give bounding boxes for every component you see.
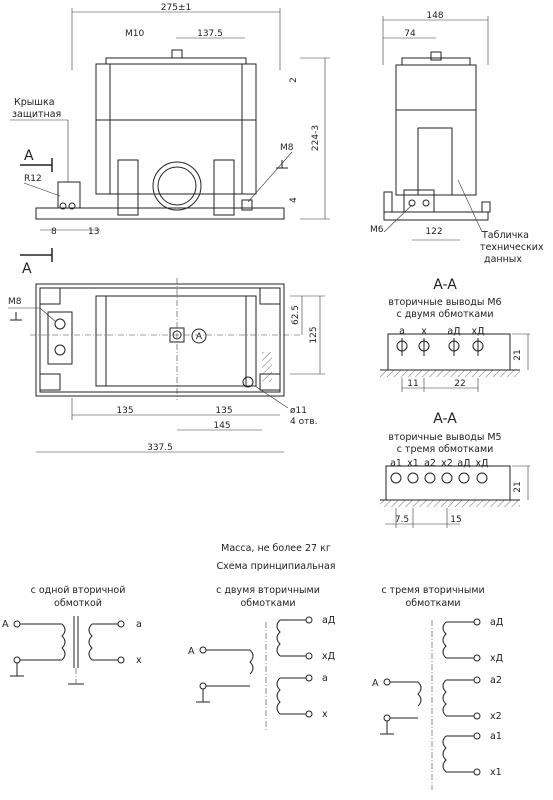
circle-mark: A bbox=[196, 332, 203, 342]
section1-title: A-A bbox=[433, 277, 457, 293]
scheme3-t2: xД bbox=[490, 653, 503, 664]
section-1: A-A вторичные выводы M6 с двумя обмоткам… bbox=[380, 277, 530, 392]
section1-term-xd: xД bbox=[471, 326, 484, 337]
dim-side-half: 74 bbox=[404, 29, 416, 39]
scheme3-title-2: обмотками bbox=[405, 598, 460, 609]
scheme3-t4: x2 bbox=[490, 711, 502, 722]
scheme-1: с одной вторичной обмоткой A a x bbox=[2, 585, 142, 685]
label-m6: M6 bbox=[370, 225, 384, 235]
scheme2-t2: xД bbox=[322, 651, 335, 662]
section2-term-x2: x2 bbox=[441, 458, 453, 469]
scheme3-t1: aД bbox=[490, 617, 503, 628]
scheme2-in: A bbox=[188, 646, 195, 657]
scheme1-t2: x bbox=[136, 655, 142, 666]
scheme3-t6: x1 bbox=[490, 767, 502, 778]
section1-d21: 21 bbox=[513, 349, 523, 360]
top-view: A M8 62.5 125 135 135 145 ø11 4 отв. 337… bbox=[8, 278, 325, 453]
scheme1-in: A bbox=[2, 619, 9, 630]
section1-term-ad: aД bbox=[447, 326, 460, 337]
section1-term-a: a bbox=[399, 326, 405, 337]
scheme1-title-1: с одной вторичной bbox=[31, 585, 126, 596]
section2-caption2: с тремя обмотками bbox=[397, 444, 494, 455]
dim-d125: 125 bbox=[309, 326, 319, 343]
label-m8-left: M8 bbox=[8, 297, 22, 307]
scheme2-t3: a bbox=[322, 673, 328, 684]
label-cover-2: защитная bbox=[12, 109, 61, 120]
scheme2-t1: aД bbox=[322, 615, 335, 626]
scheme2-title-2: обмотками bbox=[240, 598, 295, 609]
dim-d145: 145 bbox=[213, 421, 230, 431]
scheme-3: с тремя вторичными обмотками A aД xД a2 … bbox=[372, 585, 503, 790]
scheme2-t4: x bbox=[322, 709, 328, 720]
dim-d135-right: 135 bbox=[215, 406, 232, 416]
dim-half-width: 137.5 bbox=[197, 29, 223, 39]
label-m10: M10 bbox=[125, 29, 144, 39]
dim-gap-top: 2 bbox=[289, 77, 299, 83]
section2-caption1: вторичные выводы M5 bbox=[388, 432, 501, 443]
section-mark-bottom: A bbox=[22, 261, 32, 277]
side-view: 148 74 M6 122 Табличка технических данны… bbox=[370, 11, 544, 265]
label-hole-d: ø11 bbox=[290, 406, 307, 416]
dim-d8: 8 bbox=[51, 227, 57, 237]
label-plate-3: данных bbox=[484, 254, 522, 265]
mass-note: Масса, не более 27 кг bbox=[221, 543, 331, 554]
label-r12: R12 bbox=[24, 174, 42, 184]
scheme3-title-1: с тремя вторичными bbox=[381, 585, 484, 596]
section-mark-top: A bbox=[24, 148, 34, 164]
section1-term-x: x bbox=[421, 326, 427, 337]
dim-d122: 122 bbox=[425, 227, 442, 237]
section2-term-a2: a2 bbox=[424, 458, 436, 469]
section2-term-xd: xД bbox=[475, 458, 488, 469]
section2-term-ad: aД bbox=[457, 458, 470, 469]
scheme-2: с двумя вторичными обмотками A aД xД a x bbox=[188, 585, 335, 730]
section2-d21: 21 bbox=[513, 481, 523, 492]
scheme3-t5: a1 bbox=[490, 731, 502, 742]
scheme3-t3: a2 bbox=[490, 675, 502, 686]
section2-title: A-A bbox=[433, 411, 457, 427]
dim-foot-h: 4 bbox=[289, 197, 299, 203]
scheme3-in: A bbox=[372, 678, 379, 689]
label-plate-1: Табличка bbox=[481, 230, 529, 241]
section2-term-x1: x1 bbox=[407, 458, 419, 469]
dim-width-total: 275±1 bbox=[161, 3, 191, 13]
section2-d7-5: 7.5 bbox=[395, 515, 409, 525]
front-view: 275±1 M10 137.5 224-3 2 4 M8 Крышка bbox=[10, 3, 330, 277]
section1-d11: 11 bbox=[407, 379, 418, 389]
label-m8-right: M8 bbox=[280, 143, 294, 153]
dim-height-total: 224-3 bbox=[311, 125, 321, 151]
scheme2-title-1: с двумя вторичными bbox=[216, 585, 320, 596]
schema-title: Схема принципиальная bbox=[216, 561, 335, 572]
scheme1-title-2: обмоткой bbox=[54, 598, 102, 609]
dim-d62-5: 62.5 bbox=[291, 305, 301, 325]
section2-terminal-studs bbox=[390, 472, 488, 484]
section1-caption1: вторичные выводы M6 bbox=[388, 297, 501, 308]
section2-term-a1: a1 bbox=[390, 458, 402, 469]
dim-d135-left: 135 bbox=[116, 406, 133, 416]
label-cover-1: Крышка bbox=[14, 97, 55, 108]
label-plate-2: технических bbox=[480, 242, 544, 253]
section2-d15: 15 bbox=[450, 515, 461, 525]
section1-d22: 22 bbox=[454, 379, 465, 389]
section1-caption2: с двумя обмотками bbox=[396, 309, 493, 320]
scheme1-t1: a bbox=[136, 619, 142, 630]
section-2: A-A вторичные выводы M5 с тремя обмоткам… bbox=[380, 411, 530, 528]
label-holes: 4 отв. bbox=[290, 417, 318, 427]
dim-base-len: 337.5 bbox=[147, 443, 173, 453]
dim-side-width: 148 bbox=[426, 11, 443, 21]
dim-d13: 13 bbox=[88, 227, 99, 237]
